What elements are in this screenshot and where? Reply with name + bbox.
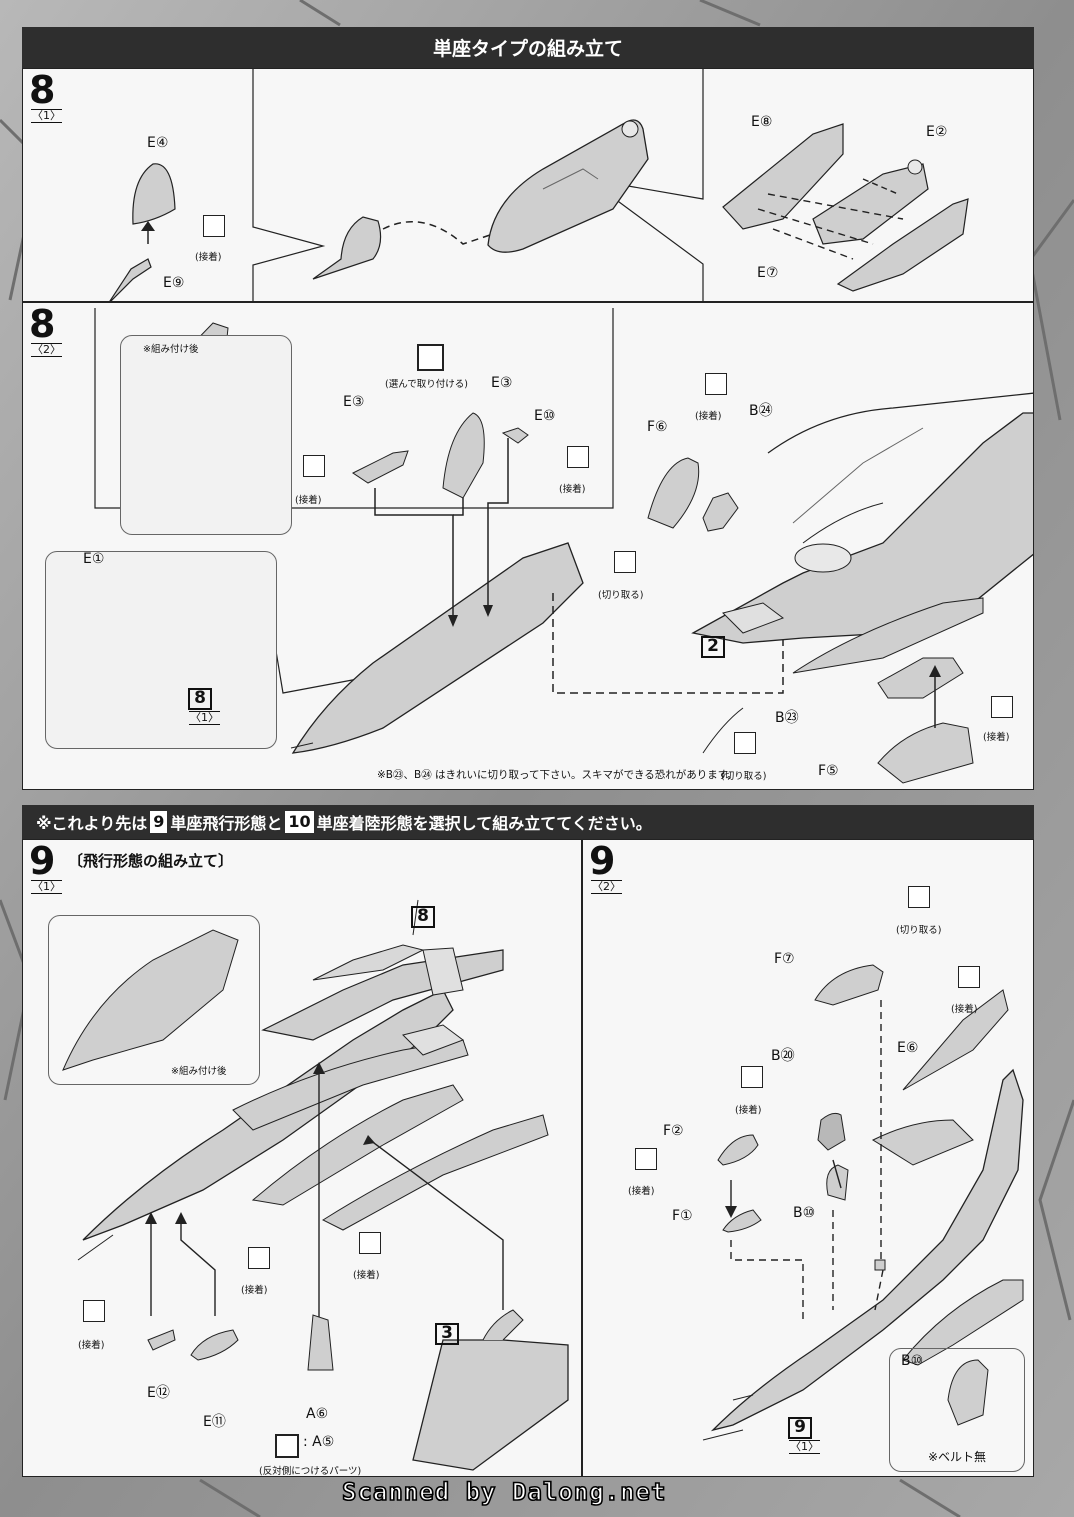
- cut-icon: [908, 886, 930, 908]
- part-label-e2: E②: [926, 124, 948, 140]
- part-label-e8: E⑧: [751, 114, 773, 130]
- part-label-e12: E⑫: [147, 1385, 170, 1401]
- opposite-side-icon: [275, 1434, 299, 1458]
- banner-step-9: 9: [150, 811, 168, 833]
- part-label-e3a: E③: [343, 394, 365, 410]
- instruction-page: 単座タイプの組み立て 8 〈1〉 E④: [22, 27, 1034, 1477]
- glue-label: (接着): [735, 1105, 762, 1116]
- choose-note: (選んで取り付ける): [385, 379, 468, 390]
- cut-label: (切り取る): [896, 925, 942, 936]
- step-9-1-illustration: [62, 899, 569, 1471]
- banner-text-mid1: 単座飛行形態と: [170, 814, 283, 833]
- ref-step-8: 8: [411, 906, 435, 928]
- part-label-e3b: E③: [491, 375, 513, 391]
- glue-icon: [248, 1247, 270, 1269]
- glue-icon: [303, 455, 325, 477]
- step-8-1-illustration: [109, 69, 969, 301]
- step-number: 9: [29, 839, 56, 883]
- ref-step-3: 3: [435, 1323, 459, 1345]
- glue-label: (接着): [559, 484, 586, 495]
- cut-icon: [734, 732, 756, 754]
- after-assembly-inset: [120, 335, 292, 535]
- after-assembly-note: ※組み付け後: [171, 1066, 227, 1077]
- banner-text-pre: ※これより先は: [36, 814, 148, 833]
- banner-step-10: 10: [285, 811, 314, 833]
- glue-icon: [705, 373, 727, 395]
- cut-icon: [614, 551, 636, 573]
- scan-watermark: Scanned by Dalong.net: [341, 1477, 667, 1507]
- glue-label: (接着): [295, 495, 322, 506]
- banner-text-mid2: 単座着陸形態を選択して組み立ててください。: [316, 814, 652, 833]
- glue-label: (接着): [241, 1285, 268, 1296]
- part-label-e9: E⑨: [163, 275, 185, 291]
- header-band: 単座タイプの組み立て: [22, 27, 1034, 68]
- belt-note: ※ベルト無: [928, 1450, 987, 1464]
- substep-label: 〈2〉: [591, 880, 622, 894]
- glue-icon: [991, 696, 1013, 718]
- ref-step-9: 9: [788, 1417, 812, 1439]
- part-label-a5: : A⑤: [303, 1434, 335, 1450]
- ref-substep: 〈1〉: [789, 1440, 820, 1454]
- part-label-e10: E⑩: [534, 408, 556, 424]
- after-assembly-inset: [48, 915, 260, 1085]
- glue-icon: [359, 1232, 381, 1254]
- part-label-e4: E④: [147, 135, 169, 151]
- part-label-b23: B㉓: [775, 710, 799, 726]
- part-label-b10-detail: B⑩: [901, 1353, 924, 1369]
- glue-label: (接着): [983, 732, 1010, 743]
- glue-label: (接着): [78, 1340, 105, 1351]
- part-label-f5: F⑤: [818, 763, 839, 779]
- glue-icon: [635, 1148, 657, 1170]
- part-label-e7: E⑦: [757, 265, 779, 281]
- part-label-e1: E①: [83, 551, 105, 567]
- part-label-f7: F⑦: [774, 951, 795, 967]
- glue-icon: [83, 1300, 105, 1322]
- substep-label: 〈2〉: [31, 343, 62, 357]
- glue-label: (接着): [951, 1004, 978, 1015]
- glue-label: (接着): [195, 252, 222, 263]
- ref-substep: 〈1〉: [189, 711, 220, 725]
- step-8-1-panel: 8 〈1〉 E④ E⑨ (接着): [22, 68, 1034, 302]
- glue-label: (接着): [695, 411, 722, 422]
- after-assembly-note: ※組み付け後: [143, 344, 199, 355]
- choice-banner: ※これより先は 9 単座飛行形態と 10 単座着陸形態を選択して組み立ててくださ…: [22, 805, 1034, 839]
- glue-icon: [567, 446, 589, 468]
- part-label-e6: E⑥: [897, 1040, 919, 1056]
- glue-label: (接着): [353, 1270, 380, 1281]
- substep-label: 〈1〉: [31, 109, 62, 123]
- step-9-2-panel: 9 〈2〉: [582, 839, 1034, 1477]
- part-label-b20: B⑳: [771, 1048, 795, 1064]
- part-label-f2: F②: [663, 1123, 684, 1139]
- glue-label: (接着): [628, 1186, 655, 1197]
- part-label-f1: F①: [672, 1208, 693, 1224]
- step-title: 〔飛行形態の組み立て〕: [68, 852, 234, 870]
- e1-callout-box: [45, 551, 277, 749]
- part-label-b10: B⑩: [793, 1205, 816, 1221]
- page-title: 単座タイプの組み立て: [432, 38, 623, 60]
- glue-icon: [203, 215, 225, 237]
- ref-step-8: 8: [188, 688, 212, 710]
- opposite-side-note: (反対側につけるパーツ): [259, 1466, 362, 1477]
- step-9-2-illustration: [702, 964, 1024, 1441]
- glue-icon: [741, 1066, 763, 1088]
- step-number: 8: [29, 302, 56, 346]
- cut-label: (切り取る): [598, 590, 644, 601]
- glue-icon: [958, 966, 980, 988]
- part-label-f6: F⑥: [647, 419, 668, 435]
- substep-label: 〈1〉: [31, 880, 62, 894]
- part-label-b24: B㉔: [749, 403, 773, 419]
- step-8-2-panel: 8 〈2〉: [22, 302, 1034, 790]
- part-label-e11: E⑪: [203, 1414, 226, 1430]
- step-number: 8: [29, 68, 56, 112]
- cut-label: (切り取る): [721, 771, 767, 782]
- step-9-1-panel: 9 〈1〉 〔飛行形態の組み立て〕: [22, 839, 582, 1477]
- footnote: ※B㉓、B㉔ はきれいに切り取って下さい。スキマができる恐れがあります。: [377, 769, 738, 781]
- step-number: 9: [589, 839, 616, 883]
- part-label-a6: A⑥: [306, 1406, 329, 1422]
- choose-icon: [417, 344, 444, 371]
- seat-detail-box: [889, 1348, 1025, 1472]
- ref-step-2: 2: [701, 636, 725, 658]
